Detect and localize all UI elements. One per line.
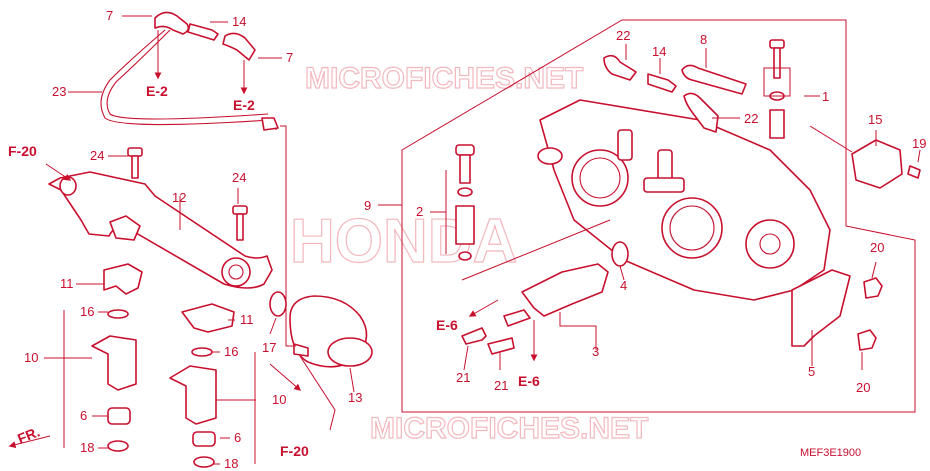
- clip-11-left: [103, 263, 143, 295]
- sensor-15: [851, 139, 903, 189]
- fitting-14: [647, 73, 677, 93]
- injector-left: [91, 309, 137, 452]
- hose-8: [681, 64, 747, 95]
- hose-22-right: [683, 92, 719, 133]
- part-number-labels: 7 14 7 23 24 24 12 11 11 16 16 10 10 6 6…: [24, 8, 926, 471]
- label-4: 4: [620, 278, 627, 293]
- injector-left-body: [91, 335, 137, 391]
- oring-4: [611, 241, 629, 267]
- ref-f20-bottom[interactable]: F-20: [280, 443, 309, 459]
- label-9: 9: [364, 198, 371, 213]
- fuel-rail-port: [221, 257, 251, 287]
- label-11-left: 11: [60, 276, 74, 291]
- watermark-bottom: MICROFICHES.NET: [370, 412, 648, 445]
- label-16-left: 16: [80, 304, 94, 319]
- label-24-a: 24: [90, 148, 104, 163]
- screw-spring-2: [455, 144, 475, 261]
- injector-right: [169, 347, 217, 468]
- label-5: 5: [808, 364, 815, 379]
- leader-lines: [8, 15, 921, 465]
- label-17: 17: [262, 340, 276, 355]
- label-16-right: 16: [224, 344, 238, 359]
- bolt-21-a: [461, 327, 487, 345]
- bracket-5: [791, 269, 851, 347]
- hose-end: [261, 117, 279, 131]
- oring-18-right: [193, 456, 215, 468]
- label-3: 3: [592, 344, 599, 359]
- bolt-20-top: [863, 277, 883, 299]
- label-21-right: 21: [494, 378, 508, 393]
- watermark-center: HONDA: [290, 207, 517, 276]
- hose-clip-top: [154, 11, 190, 35]
- label-12: 12: [172, 190, 186, 205]
- label-10-right: 10: [272, 392, 286, 407]
- throttle-pulley: [745, 219, 795, 269]
- bolt-24-b: [232, 205, 248, 241]
- seal-6-left: [107, 407, 131, 425]
- label-23: 23: [52, 84, 66, 99]
- bolt-24-a: [127, 147, 143, 179]
- label-14-right: 14: [652, 44, 666, 59]
- label-15: 15: [868, 112, 882, 127]
- label-22-top: 22: [616, 28, 630, 43]
- label-7-left: 7: [106, 8, 113, 23]
- label-18-left: 18: [80, 440, 94, 455]
- fuel-rail: [48, 171, 273, 289]
- fuel-rail-inlet: [59, 176, 77, 196]
- label-11-right: 11: [240, 312, 254, 327]
- label-7-right: 7: [286, 50, 293, 65]
- t-joint-top: [187, 23, 219, 41]
- pressure-regulator: [289, 295, 373, 368]
- label-14-left: 14: [232, 14, 246, 29]
- label-21-left: 21: [456, 370, 470, 385]
- label-20-top: 20: [870, 240, 884, 255]
- label-20-bottom: 20: [856, 380, 870, 395]
- label-24-b: 24: [232, 170, 246, 185]
- ref-e2-right[interactable]: E-2: [233, 97, 255, 113]
- oring-17: [269, 291, 287, 317]
- label-1: 1: [822, 89, 829, 104]
- oring-18-left: [107, 440, 129, 452]
- ref-e6-bottom[interactable]: E-6: [518, 373, 540, 389]
- fuel-rail-bracket: [109, 215, 141, 241]
- label-6-right: 6: [234, 430, 241, 445]
- ref-f20-left[interactable]: F-20: [8, 143, 37, 159]
- fuel-pipe-3: [521, 263, 609, 317]
- idle-screw-1: [769, 39, 785, 139]
- bolt-20-bottom: [857, 329, 877, 351]
- label-8: 8: [700, 32, 707, 47]
- ref-e6-left[interactable]: E-6: [436, 317, 458, 333]
- watermark-top: MICROFICHES.NET: [305, 62, 583, 95]
- injector-right-body: [169, 365, 217, 425]
- seal-6-right: [192, 431, 216, 447]
- screw-19: [907, 165, 921, 179]
- throttle-bore-right: [661, 197, 723, 259]
- front-marker: FR.: [15, 423, 42, 446]
- diagram-code: MEF3E1900: [800, 447, 861, 459]
- fuel-rail-body: [48, 171, 273, 289]
- hose-22-top: [603, 54, 637, 81]
- clip-11-right: [181, 303, 235, 333]
- label-19: 19: [912, 136, 926, 151]
- label-6-left: 6: [80, 408, 87, 423]
- fuel-hose-assembly: [100, 11, 279, 131]
- label-18-right: 18: [224, 456, 238, 471]
- bolt-21-b: [487, 337, 515, 355]
- label-13: 13: [348, 390, 362, 405]
- label-2: 2: [416, 204, 423, 219]
- label-10-left: 10: [24, 350, 38, 365]
- hose-7-right: [222, 32, 256, 61]
- ref-e2-left[interactable]: E-2: [146, 83, 168, 99]
- reference-labels: E-2 E-2 F-20 F-20 E-6 E-6: [8, 83, 540, 459]
- label-22-right: 22: [744, 111, 758, 126]
